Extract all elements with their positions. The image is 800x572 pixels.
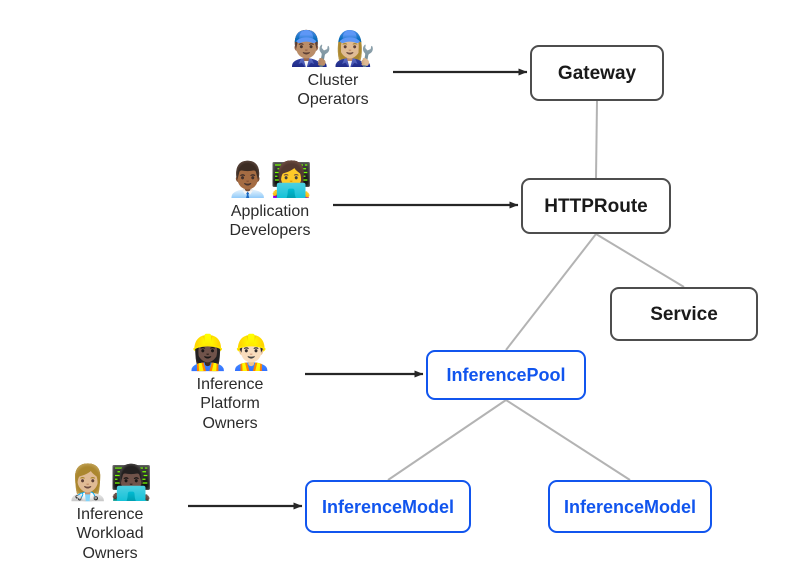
actor-label-line: Platform Owners	[200, 395, 260, 432]
actor-label-line: Application	[230, 202, 310, 220]
node-label: Service	[650, 303, 718, 325]
actor-label-line: Workload Owners	[76, 525, 144, 562]
actor-label-line: Developers	[229, 222, 311, 240]
woman-health-worker-icon: 👩🏼‍⚕️👨🏿‍💻	[66, 463, 154, 503]
node-label: InferenceModel	[321, 496, 455, 517]
arrow-layer	[188, 68, 528, 510]
node-inferencemodel_left[interactable]: InferenceModel	[305, 480, 471, 533]
edge-gateway-to-httproute	[595, 100, 598, 179]
actor-label-line: Inference	[76, 505, 144, 523]
node-label: Gateway	[557, 62, 637, 84]
woman-construction-worker-icon: 👷🏿‍♀️👷🏻‍♂️	[186, 333, 274, 373]
node-label: InferenceModel	[563, 496, 697, 517]
edge-httproute-to-service	[595, 233, 685, 288]
node-label: InferencePool	[446, 365, 566, 385]
node-inferencemodel_right[interactable]: InferenceModel	[548, 480, 712, 533]
edge-inferencepool-to-inferencemodel-left	[387, 399, 507, 481]
node-inferencepool[interactable]: InferencePool	[426, 350, 586, 400]
node-gateway[interactable]: Gateway	[530, 45, 664, 101]
node-httproute[interactable]: HTTPRoute	[521, 178, 671, 234]
man-office-worker-icon: 👨🏾‍💼👩‍💻	[226, 160, 314, 200]
node-label: HTTPRoute	[544, 195, 648, 217]
man-mechanic-icon: 👨🏽‍🔧👩🏼‍🔧	[289, 29, 377, 69]
actor-label-line: Inference	[196, 375, 264, 393]
actor-label-line: Operators	[297, 91, 369, 109]
edge-inferencepool-to-inferencemodel-right	[505, 399, 631, 481]
actor-label-line: Cluster	[307, 71, 359, 89]
node-service[interactable]: Service	[610, 287, 758, 341]
edge-httproute-to-inferencepool	[505, 233, 597, 351]
